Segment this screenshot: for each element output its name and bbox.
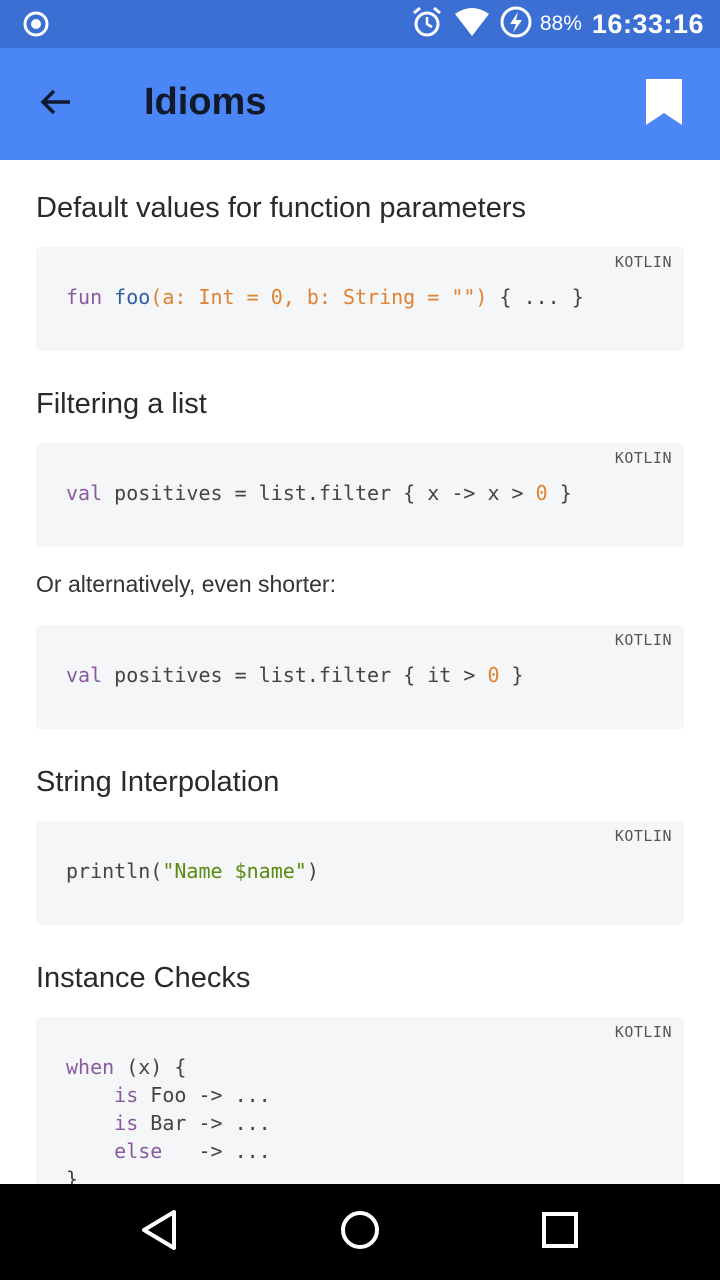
wifi-icon xyxy=(454,7,490,42)
circle-dot-icon xyxy=(22,10,50,43)
code-language-label: KOTLIN xyxy=(614,631,672,649)
circle-home-icon xyxy=(339,1209,381,1256)
arrow-back-icon xyxy=(38,84,74,125)
code-language-label: KOTLIN xyxy=(614,1023,672,1041)
app-bar: Idioms xyxy=(0,48,720,160)
nav-recents-button[interactable] xyxy=(530,1202,590,1262)
code-language-label: KOTLIN xyxy=(614,449,672,467)
battery-percent: 88% xyxy=(539,12,582,35)
square-recents-icon xyxy=(541,1211,579,1254)
page-title: Idioms xyxy=(144,81,267,123)
code-block-filtering: KOTLIN val positives = list.filter { x -… xyxy=(36,443,684,547)
code-language-label: KOTLIN xyxy=(614,827,672,845)
system-nav-bar xyxy=(0,1184,720,1280)
code-snippet: val positives = list.filter { x -> x > 0… xyxy=(66,481,572,505)
code-language-label: KOTLIN xyxy=(614,253,672,271)
code-snippet: when (x) { is Foo -> ... is Bar -> ... e… xyxy=(66,1055,271,1184)
bookmark-icon xyxy=(644,77,684,132)
back-button[interactable] xyxy=(28,76,84,132)
content-scroll[interactable]: Default values for function parameters K… xyxy=(0,160,720,1184)
code-block-instance-checks: KOTLIN when (x) { is Foo -> ... is Bar -… xyxy=(36,1017,684,1184)
nav-back-button[interactable] xyxy=(130,1202,190,1262)
battery-charging-icon xyxy=(500,6,532,43)
status-bar: 88% 16:33:16 xyxy=(0,0,720,48)
section-title-filtering: Filtering a list xyxy=(36,388,207,420)
code-snippet: println("Name $name") xyxy=(66,859,319,883)
alarm-icon xyxy=(410,5,444,44)
code-snippet: fun foo(a: Int = 0, b: String = "") { ..… xyxy=(66,285,584,309)
section-title-default-values: Default values for function parameters xyxy=(36,192,527,224)
status-clock: 16:33:16 xyxy=(591,8,704,39)
alternative-text: Or alternatively, even shorter: xyxy=(36,571,336,597)
code-snippet: val positives = list.filter { it > 0 } xyxy=(66,663,524,687)
section-title-string-interpolation: String Interpolation xyxy=(36,766,280,798)
section-title-instance-checks: Instance Checks xyxy=(36,962,251,994)
triangle-back-icon xyxy=(140,1209,180,1256)
code-block-string-interpolation: KOTLIN println("Name $name") xyxy=(36,821,684,925)
code-block-default-values: KOTLIN fun foo(a: Int = 0, b: String = "… xyxy=(36,247,684,351)
code-block-filtering-alt: KOTLIN val positives = list.filter { it … xyxy=(36,625,684,729)
nav-home-button[interactable] xyxy=(330,1202,390,1262)
bookmark-button[interactable] xyxy=(636,72,692,136)
